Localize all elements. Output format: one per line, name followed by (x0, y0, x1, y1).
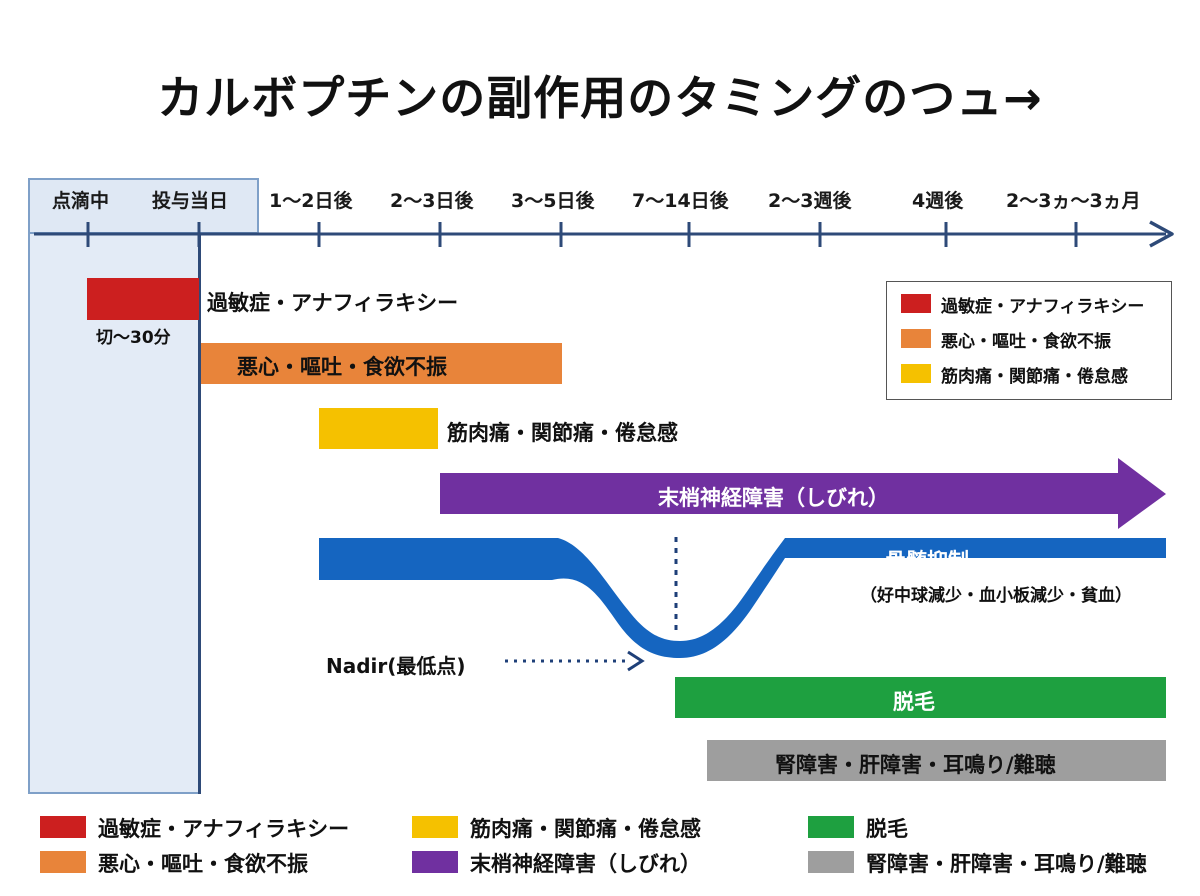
infusion-column (28, 234, 200, 794)
legend-label: 過敏症・アナフィラキシー (941, 297, 1145, 317)
axis-arrow-icon (1149, 220, 1174, 248)
tick-label-day2-3: 2〜3日後 (390, 190, 474, 212)
bottom-legend-label: 過敏症・アナフィラキシー (98, 817, 350, 841)
tick-label-infusion: 点滴中 (52, 190, 110, 212)
bone-marrow-label: 骨髄抑制 (885, 549, 969, 573)
nadir-pointer-arrowhead-icon (627, 650, 645, 672)
administration-day-line (198, 234, 201, 794)
bottom-legend-label: 腎障害・肝障害・耳鳴り/難聴 (866, 852, 1147, 876)
legend-label: 悪心・嘔吐・食欲不振 (941, 332, 1111, 352)
legend-swatch (901, 329, 931, 348)
legend-label: 筋肉痛・関節痛・倦怠感 (941, 367, 1128, 387)
legend-swatch (901, 294, 931, 313)
hypersensitivity-bar (87, 278, 199, 320)
tick-label-day7-14: 7〜14日後 (632, 190, 729, 212)
time-axis (34, 220, 1174, 248)
bone-marrow-curve (319, 537, 1166, 672)
bottom-legend-swatch (808, 851, 854, 873)
alopecia-label: 脱毛 (893, 690, 935, 714)
neuropathy-arrow-shape (440, 458, 1166, 529)
bone-marrow-sub-label: （好中球減少・血小板減少・貧血） (860, 586, 1132, 606)
bottom-legend-label: 末梢神経障害（しびれ） (470, 852, 701, 876)
tick-label-week4: 4週後 (912, 190, 964, 212)
bottom-legend-swatch (412, 816, 458, 838)
neuropathy-arrow (440, 458, 1166, 529)
bone-marrow-shape (319, 538, 1166, 658)
legend-box: 過敏症・アナフィラキシー 悪心・嘔吐・食欲不振 筋肉痛・関節痛・倦怠感 (886, 281, 1172, 400)
bottom-legend-label: 脱毛 (866, 817, 908, 841)
organ-toxicity-bar (707, 740, 1166, 781)
bottom-legend-swatch (808, 816, 854, 838)
tick-label-day3-5: 3〜5日後 (511, 190, 595, 212)
bottom-legend-swatch (412, 851, 458, 873)
tick-label-week2-3: 2〜3週後 (768, 190, 852, 212)
tick-label-day1-2: 1〜2日後 (269, 190, 353, 212)
neuropathy-label: 末梢神経障害（しびれ） (658, 486, 889, 510)
nausea-bar (201, 343, 562, 384)
alopecia-bar (675, 677, 1166, 718)
nadir-label: Nadir(最低点) (326, 654, 466, 678)
myalgia-label: 筋肉痛・関節痛・倦怠感 (447, 421, 678, 445)
nausea-label: 悪心・嘔吐・食欲不振 (237, 355, 447, 379)
bottom-legend-label: 悪心・嘔吐・食欲不振 (98, 852, 308, 876)
tick-label-day0: 投与当日 (152, 190, 229, 212)
hypersensitivity-time-label: 切〜30分 (96, 328, 171, 348)
myalgia-bar (319, 408, 438, 449)
page-title: カルボプチンの副作用のタミングのつュ→ (157, 71, 1043, 125)
tick-label-month2-3: 2〜3ヵ〜3ヵ月 (1006, 190, 1141, 212)
infusion-header-panel (28, 178, 259, 234)
legend-swatch (901, 364, 931, 383)
organ-toxicity-label: 腎障害・肝障害・耳鳴り/難聴 (775, 753, 1056, 777)
bottom-legend-label: 筋肉痛・関節痛・倦怠感 (470, 817, 701, 841)
bottom-legend-swatch (40, 851, 86, 873)
hypersensitivity-label: 過敏症・アナフィラキシー (207, 291, 459, 315)
bottom-legend-swatch (40, 816, 86, 838)
